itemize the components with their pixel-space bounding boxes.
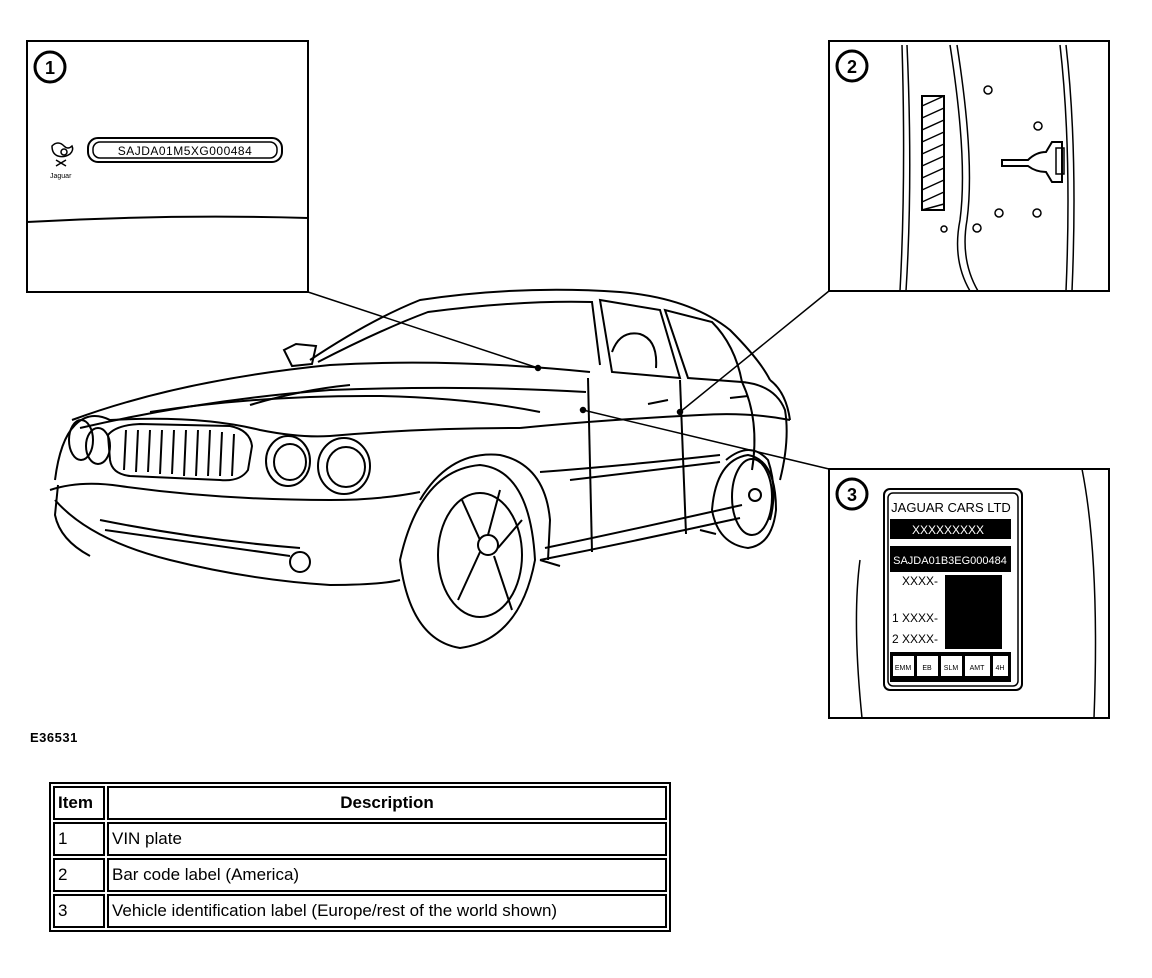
svg-text:2 XXXX-: 2 XXXX- [892,632,938,646]
svg-text:1 XXXX-: 1 XXXX- [892,611,938,625]
inset-bar-code-label: 2 [828,40,1110,292]
svg-text:AMT: AMT [970,665,986,672]
legend-header-description: Description [107,786,667,820]
table-row: 3 Vehicle identification label (Europe/r… [53,894,667,928]
legend-item-number: 1 [53,822,105,856]
callout-3: 3 [835,477,869,511]
legend-item-description: VIN plate [107,822,667,856]
legend-header-row: Item Description [53,786,667,820]
svg-text:4H: 4H [996,665,1005,672]
svg-text:JAGUAR CARS LTD: JAGUAR CARS LTD [891,500,1011,515]
leader-lines [307,290,830,470]
svg-text:Jaguar: Jaguar [50,173,72,180]
front-wheel [398,463,537,650]
car-illustration [49,288,791,650]
inset-vehicle-identification-label: 3 JAGUAR CARS LTD XXXXXXXXX SAJDA01B3EG0… [828,468,1110,719]
rear-wheel [710,453,778,550]
svg-text:1: 1 [45,58,55,78]
svg-text:SLM: SLM [944,665,959,672]
legend-item-description: Bar code label (America) [107,858,667,892]
svg-text:SAJDA01M5XG000484: SAJDA01M5XG000484 [118,144,253,158]
grille [106,422,254,482]
legend-item-number: 3 [53,894,105,928]
bar-code-label [921,95,945,211]
identification-label: JAGUAR CARS LTD XXXXXXXXX SAJDA01B3EG000… [883,488,1023,691]
callout-2: 2 [835,49,869,83]
vehicle-identification-diagram: 1 Jaguar SAJDA01M5XG000484 2 [26,40,1110,719]
table-row: 2 Bar code label (America) [53,858,667,892]
svg-text:SAJDA01B3EG000484: SAJDA01B3EG000484 [893,555,1007,567]
svg-text:2: 2 [847,57,857,77]
svg-text:EMM: EMM [895,665,912,672]
legend-table: Item Description 1 VIN plate 2 Bar code … [49,782,671,932]
vin-plate: SAJDA01M5XG000484 [87,137,283,163]
jaguar-logo-icon: Jaguar [50,142,74,180]
table-row: 1 VIN plate [53,822,667,856]
legend-item-description: Vehicle identification label (Europe/res… [107,894,667,928]
legend-item-number: 2 [53,858,105,892]
svg-text:EB: EB [922,665,932,672]
legend-header-item: Item [53,786,105,820]
figure-code: E36531 [30,730,78,745]
callout-1: 1 [33,50,67,84]
svg-text:3: 3 [847,485,857,505]
inset-vin-plate: 1 Jaguar SAJDA01M5XG000484 [26,40,309,293]
svg-text:XXXX-: XXXX- [902,574,938,588]
svg-text:XXXXXXXXX: XXXXXXXXX [912,523,984,537]
